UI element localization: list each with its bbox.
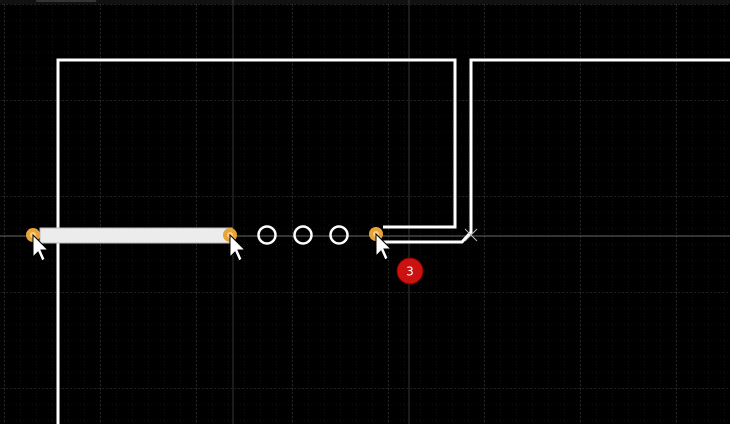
top-edge-tab — [36, 0, 96, 2]
mouse-pointer-icon — [229, 233, 247, 262]
cursor-marker-2 — [223, 228, 247, 262]
step-badge-label: 3 — [406, 265, 414, 279]
outline-trace-right[interactable] — [383, 58, 730, 244]
mouse-pointer-icon — [32, 233, 50, 262]
via-circle-icon[interactable] — [257, 225, 277, 245]
outline-trace-left[interactable] — [56, 58, 457, 424]
top-edge-strip — [0, 0, 730, 4]
via-circle-icon[interactable] — [329, 225, 349, 245]
via-circle-icon[interactable] — [293, 225, 313, 245]
cursor-marker-1 — [26, 228, 50, 262]
mouse-pointer-icon — [375, 232, 393, 261]
step-badge-circle — [396, 257, 424, 285]
snap-cross-icon — [464, 228, 478, 242]
selected-trace-segment[interactable] — [40, 228, 232, 243]
step-badge: 3 — [396, 257, 424, 285]
cursor-marker-3 — [369, 227, 393, 261]
